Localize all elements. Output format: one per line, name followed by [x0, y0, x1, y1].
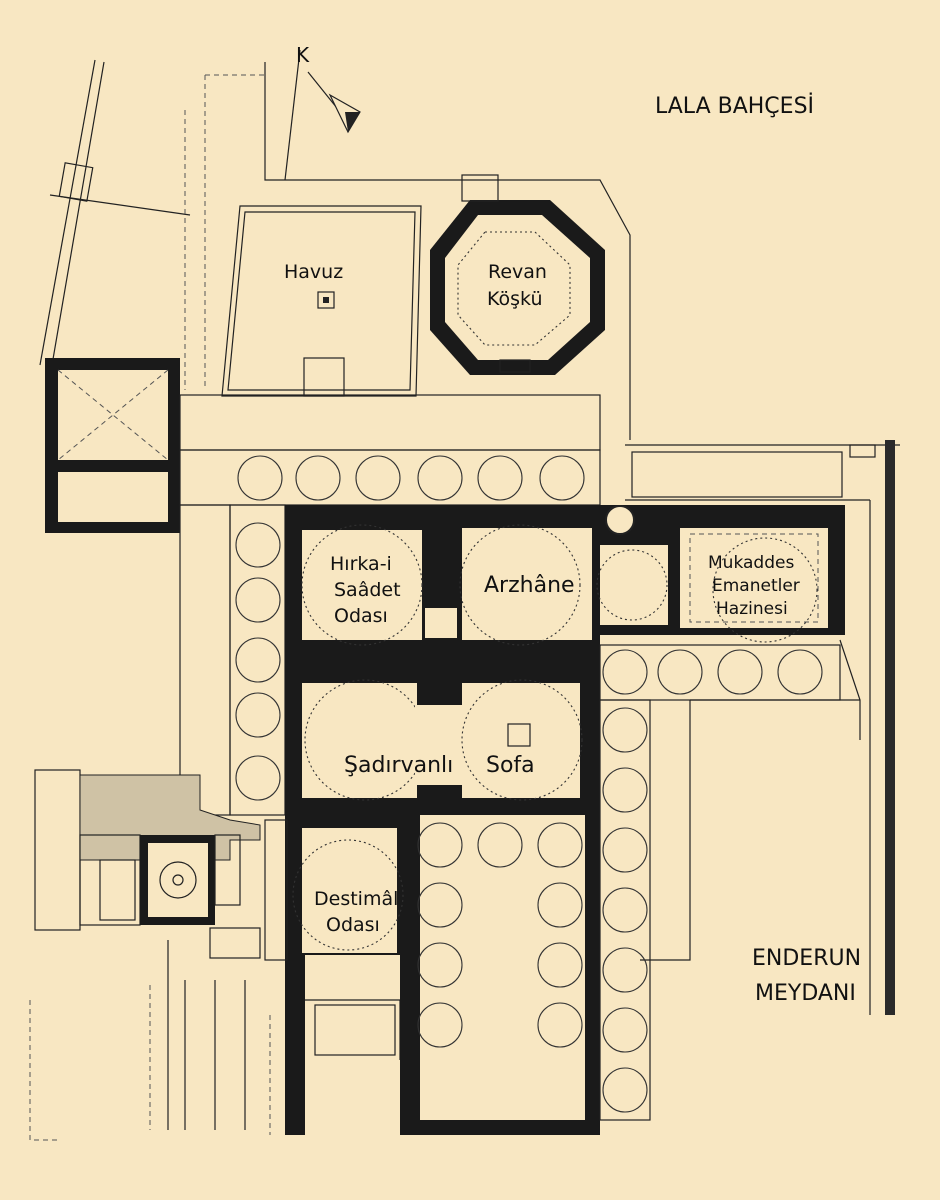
hirka-label-line3: Odası	[334, 605, 388, 627]
hall-dome	[537, 882, 583, 928]
hirka-label-line1: Hırka-i	[330, 553, 392, 575]
hall-dome	[417, 822, 463, 868]
room-interiors	[292, 505, 828, 1115]
lala-bahcesi-label: LALA BAHÇESİ	[655, 93, 814, 119]
portico-dome	[235, 637, 281, 683]
portico-dome	[237, 455, 283, 501]
revan-kiosk	[430, 174, 605, 375]
havuz-courtyard	[221, 205, 422, 397]
arcade-dome	[602, 827, 648, 873]
hall-dome	[537, 822, 583, 868]
destimal-label-line2: Odası	[326, 914, 380, 936]
revan-label-line1: Revan	[488, 261, 547, 283]
hall-dome	[417, 942, 463, 988]
arcade-dome	[602, 1007, 648, 1053]
portico-dome	[235, 755, 281, 801]
arcade-dome	[602, 707, 648, 753]
portico-dome	[295, 455, 341, 501]
enderun-label-line1: ENDERUN	[752, 946, 861, 971]
sadirvanli-label: Şadırvanlı	[344, 753, 453, 778]
right-arcade	[417, 644, 841, 1121]
bottom-left-complex	[34, 769, 288, 961]
portico-dome	[235, 522, 281, 568]
portico-dome	[539, 455, 585, 501]
arcade-dome	[602, 1067, 648, 1113]
hall-dome	[537, 942, 583, 988]
arcade-dome	[602, 649, 648, 695]
hirka-label-line2: Saâdet	[334, 579, 401, 601]
revan-label-line2: Köşkü	[487, 288, 543, 310]
destimal-label-line1: Destimâl	[314, 888, 398, 910]
arcade-dome	[777, 649, 823, 695]
labels: LALA BAHÇESİ ENDERUN MEYDANI Havuz Revan…	[284, 93, 861, 1006]
north-label: K	[296, 43, 310, 67]
arcade-dome	[602, 947, 648, 993]
left-pavilion	[45, 358, 180, 533]
hall-dome	[537, 1002, 583, 1048]
mukaddes-label-line2: Emanetler	[712, 576, 800, 596]
havuz-label: Havuz	[284, 261, 343, 283]
portico-dome	[417, 455, 463, 501]
arzhane-label: Arzhâne	[484, 573, 575, 598]
enderun-label-line2: MEYDANI	[755, 981, 856, 1006]
arcade-dome	[657, 649, 703, 695]
arcade-dome	[602, 887, 648, 933]
north-arrow: K	[296, 43, 361, 134]
hall-dome	[417, 1002, 463, 1048]
portico-dome	[235, 692, 281, 738]
portico-dome	[355, 455, 401, 501]
portico-dome	[477, 455, 523, 501]
sofa-label: Sofa	[486, 753, 535, 778]
hall-dome	[417, 882, 463, 928]
arcade-dome	[717, 649, 763, 695]
mukaddes-label-line3: Hazinesi	[716, 599, 788, 619]
hall-dome	[477, 822, 523, 868]
arcade-dome	[602, 767, 648, 813]
mukaddes-label-line1: Mukaddes	[708, 553, 794, 573]
portico-dome	[235, 577, 281, 623]
